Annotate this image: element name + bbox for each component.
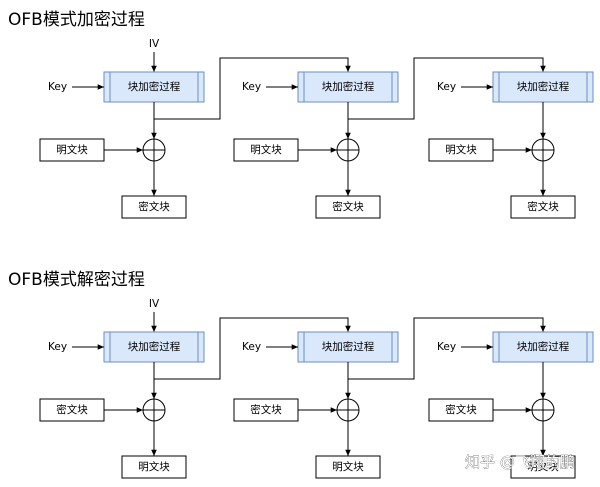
- input-block-label: 密文块: [445, 403, 477, 416]
- output-block-box: [315, 455, 381, 479]
- output-block-label: 密文块: [332, 200, 364, 213]
- input-block-label: 密文块: [56, 403, 88, 416]
- output-block-box: [510, 455, 576, 479]
- feedback-arrow: [154, 317, 351, 380]
- iv-label: IV: [149, 298, 160, 310]
- block-cipher-box: [103, 331, 205, 363]
- key-label: Key: [437, 81, 456, 93]
- block-cipher-label: 块加密过程: [517, 80, 570, 93]
- block-cipher-label: 块加密过程: [517, 340, 570, 353]
- feedback-arrow: [154, 57, 351, 120]
- key-label: Key: [48, 341, 67, 353]
- block-cipher-box: [297, 71, 399, 103]
- key-label: Key: [48, 81, 67, 93]
- block-cipher-label: 块加密过程: [322, 340, 375, 353]
- input-block-label: 明文块: [250, 143, 282, 156]
- input-block-label: 明文块: [445, 143, 477, 156]
- output-block-label: 明文块: [138, 460, 170, 473]
- output-block-label: 密文块: [138, 200, 170, 213]
- feedback-arrow: [348, 317, 546, 380]
- block-cipher-label: 块加密过程: [128, 80, 181, 93]
- section-title: OFB模式加密过程: [8, 10, 145, 30]
- output-block-label: 密文块: [527, 200, 559, 213]
- output-block-box: [510, 195, 576, 219]
- key-label: Key: [242, 341, 261, 353]
- output-block-label: 明文块: [332, 460, 364, 473]
- output-block-box: [315, 195, 381, 219]
- output-block-box: [121, 455, 187, 479]
- output-block-box: [121, 195, 187, 219]
- input-block-label: 明文块: [56, 143, 88, 156]
- feedback-arrow: [348, 57, 546, 120]
- watermark-text: 知乎 @飞翔的鹏: [465, 453, 575, 471]
- iv-label: IV: [149, 38, 160, 50]
- input-block-label: 密文块: [250, 403, 282, 416]
- block-cipher-box: [492, 331, 594, 363]
- block-cipher-label: 块加密过程: [128, 340, 181, 353]
- key-label: Key: [437, 341, 456, 353]
- output-block-label: 明文块: [527, 460, 559, 473]
- block-cipher-box: [492, 71, 594, 103]
- key-label: Key: [242, 81, 261, 93]
- block-cipher-label: 块加密过程: [322, 80, 375, 93]
- section-title: OFB模式解密过程: [8, 270, 145, 290]
